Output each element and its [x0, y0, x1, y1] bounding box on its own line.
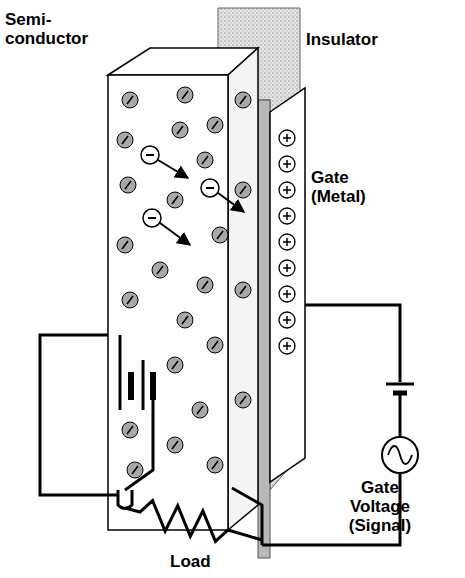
free-electron — [141, 146, 159, 164]
battery-wire — [125, 400, 153, 490]
battery-plate — [128, 372, 134, 400]
positive-charge — [279, 156, 295, 172]
ion-charge — [172, 122, 188, 138]
part-label: Semi- conductor — [5, 10, 100, 48]
gate-wire — [305, 305, 400, 382]
ion-charge — [122, 422, 138, 438]
electron-arrow — [158, 160, 188, 178]
load-wire — [232, 488, 262, 545]
part-label: Gate Voltage (Signal) — [340, 478, 420, 535]
ion-charge — [152, 262, 168, 278]
electron-arrow — [160, 223, 190, 245]
positive-charge — [279, 208, 295, 224]
semiconductor-side — [228, 48, 258, 530]
insulator-edge — [258, 100, 270, 558]
terminal-u — [118, 490, 132, 509]
ac-source — [382, 437, 418, 473]
free-electron — [201, 179, 219, 197]
ion-charge — [197, 152, 213, 168]
battery-wire — [119, 335, 122, 360]
ion-charge — [207, 337, 223, 353]
resistor-symbol — [125, 501, 262, 542]
ion-charge — [235, 92, 251, 108]
free-electron — [143, 209, 161, 227]
part-label: Insulator — [306, 30, 426, 49]
gate-battery-long — [386, 383, 414, 386]
gate-wire — [399, 393, 402, 437]
ion-charge — [122, 292, 138, 308]
ion-charge — [212, 227, 228, 243]
ion-charge — [120, 177, 136, 193]
part-label: Load — [170, 552, 240, 571]
ion-charge — [117, 237, 133, 253]
positive-charge — [279, 338, 295, 354]
ion-charge — [177, 312, 193, 328]
positive-charge — [279, 260, 295, 276]
ion-charge — [117, 132, 133, 148]
positive-charge — [279, 234, 295, 250]
positive-charge — [279, 312, 295, 328]
ion-charge — [127, 462, 143, 478]
positive-charge — [279, 130, 295, 146]
ion-charge — [167, 357, 183, 373]
ac-sine — [388, 446, 412, 464]
battery-plate — [142, 360, 145, 410]
electron-arrow — [218, 193, 244, 212]
gate-metal-plate — [270, 88, 305, 482]
ion-charge — [167, 437, 183, 453]
semiconductor-front — [108, 75, 228, 530]
ion-charge — [177, 87, 193, 103]
ion-charge — [235, 392, 251, 408]
positive-charge — [279, 286, 295, 302]
ion-charge — [167, 192, 183, 208]
positive-charge — [279, 182, 295, 198]
ion-charge — [235, 182, 251, 198]
ion-charge — [207, 457, 223, 473]
battery-wire — [40, 335, 118, 495]
ion-charge — [235, 282, 251, 298]
battery-plate — [150, 372, 156, 400]
part-label: Gate (Metal) — [311, 168, 386, 206]
ion-charge — [192, 402, 208, 418]
ion-charge — [122, 92, 138, 108]
ion-charge — [197, 277, 213, 293]
battery-plate — [119, 360, 122, 410]
ion-charge — [207, 117, 223, 133]
